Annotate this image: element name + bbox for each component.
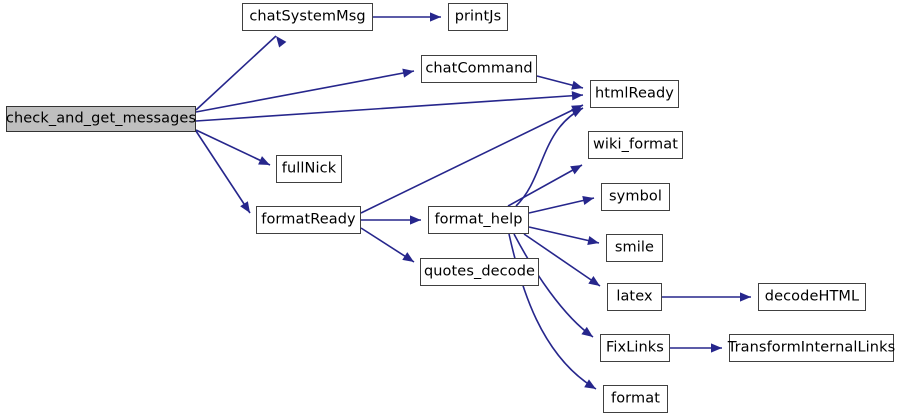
edge-check_and_get_messages-to-chatSystemMsg	[195, 35, 277, 111]
arrowhead-check_and_get_messages-to-fullNick	[258, 156, 270, 165]
graph-node-label: printJs	[454, 8, 502, 25]
edge-check_and_get_messages-to-chatCommand	[195, 70, 415, 113]
graph-node-htmlReady[interactable]: htmlReady	[590, 80, 679, 108]
graph-node-symbol[interactable]: symbol	[601, 183, 670, 211]
graph-node-label: format_help	[434, 211, 523, 228]
graph-node-format_help[interactable]: format_help	[428, 206, 529, 234]
arrowhead-check_and_get_messages-to-chatCommand	[402, 68, 414, 78]
arrowhead-chatSystemMsg-to-printJs	[430, 12, 441, 22]
graph-node-label: decodeHTML	[764, 288, 860, 305]
arrowhead-formatReady-to-htmlReady	[571, 105, 583, 114]
arrowhead-format_help-to-symbol	[582, 195, 594, 205]
arrowhead-format_help-to-latex	[588, 276, 600, 286]
edge-format_help-to-smile	[528, 226, 600, 244]
graph-node-smile[interactable]: smile	[606, 234, 663, 262]
arrowhead-check_and_get_messages-to-formatReady	[240, 201, 250, 213]
graph-node-wiki_format[interactable]: wiki_format	[588, 131, 683, 159]
graph-node-fullNick[interactable]: fullNick	[276, 155, 342, 183]
graph-node-label: latex	[616, 288, 653, 305]
graph-node-chatCommand[interactable]: chatCommand	[421, 55, 537, 83]
arrowhead-format_help-to-format	[584, 379, 596, 389]
graph-node-label: wiki_format	[592, 136, 679, 153]
graph-node-FixLinks[interactable]: FixLinks	[600, 334, 670, 362]
graph-node-label: symbol	[609, 188, 662, 205]
graph-node-label: smile	[614, 239, 655, 256]
graph-node-quotes_decode[interactable]: quotes_decode	[420, 258, 539, 286]
arrowhead-formatReady-to-quotes_decode	[402, 252, 414, 262]
arrowhead-format_help-to-htmlReady	[571, 108, 583, 118]
arrowhead-format_help-to-wiki_format	[570, 165, 582, 175]
graph-node-label: TransformInternalLinks	[727, 339, 896, 356]
graph-node-label: check_and_get_messages	[5, 110, 197, 127]
edge-format_help-to-symbol	[528, 197, 595, 214]
arrowhead-formatReady-to-format_help	[410, 215, 421, 225]
graph-node-label: fullNick	[281, 160, 337, 177]
graph-node-printJs[interactable]: printJs	[448, 3, 508, 31]
edge-check_and_get_messages-to-htmlReady	[195, 94, 584, 122]
arrowhead-chatCommand-to-htmlReady	[571, 80, 583, 90]
arrowhead-latex-to-decodeHTML	[740, 292, 751, 302]
arrowhead-FixLinks-to-TransformInternalLinks	[711, 343, 722, 353]
edge-formatReady-to-quotes_decode	[360, 227, 415, 263]
graph-node-check_and_get_messages[interactable]: check_and_get_messages	[6, 106, 196, 132]
graph-node-decodeHTML[interactable]: decodeHTML	[758, 283, 866, 311]
graph-node-format[interactable]: format	[603, 385, 668, 413]
edge-check_and_get_messages-to-fullNick	[195, 129, 271, 166]
edge-check_and_get_messages-to-formatReady	[195, 130, 251, 214]
graph-node-latex[interactable]: latex	[607, 283, 662, 311]
graph-node-chatSystemMsg[interactable]: chatSystemMsg	[242, 3, 373, 31]
graph-node-label: htmlReady	[595, 85, 674, 102]
graph-node-label: quotes_decode	[423, 263, 536, 280]
graph-node-label: FixLinks	[606, 339, 664, 356]
graph-node-TransformInternalLinks[interactable]: TransformInternalLinks	[727, 334, 896, 362]
edge-format_help-to-wiki_format	[507, 164, 583, 207]
graph-node-label: formatReady	[261, 211, 356, 228]
arrowhead-check_and_get_messages-to-htmlReady	[571, 91, 583, 101]
edge-format_help-to-htmlReady	[515, 107, 584, 207]
graph-node-label: format	[611, 390, 660, 407]
edge-formatReady-to-htmlReady	[360, 104, 584, 214]
graph-node-label: chatSystemMsg	[249, 8, 366, 25]
arrowhead-format_help-to-FixLinks	[581, 326, 593, 337]
edge-chatCommand-to-htmlReady	[536, 75, 584, 89]
arrowhead-check_and_get_messages-to-chatSystemMsg	[276, 36, 287, 48]
arrowhead-format_help-to-smile	[587, 236, 599, 246]
graph-node-formatReady[interactable]: formatReady	[256, 206, 361, 234]
graph-node-label: chatCommand	[425, 60, 533, 77]
